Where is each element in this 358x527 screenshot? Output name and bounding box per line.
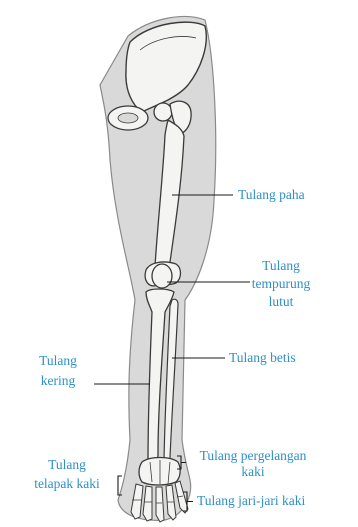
label-tibia: Tulang kering (28, 353, 88, 389)
label-fibula-text: Tulang betis (229, 350, 296, 366)
label-tarsals: Tulang pergelangan kaki (189, 448, 317, 480)
tarsal-bones (139, 458, 180, 486)
label-femur: Tulang paha (238, 187, 305, 203)
label-patella-line-1: Tulang (241, 258, 321, 274)
label-phalanges-text: Tulang jari-jari kaki (197, 493, 305, 509)
label-femur-text: Tulang paha (238, 187, 305, 203)
label-tarsals-line-2: kaki (189, 464, 317, 480)
label-metatarsals: Tulang telapak kaki (14, 457, 120, 492)
label-tibia-line-2: kering (28, 373, 88, 389)
foot-bones (131, 481, 188, 522)
label-patella-line-2: tempurung (241, 276, 321, 292)
label-metatarsals-line-2: telapak kaki (14, 476, 120, 492)
label-tarsals-line-1: Tulang pergelangan (189, 448, 317, 464)
label-patella-line-3: lutut (241, 294, 321, 310)
obturator-hole (118, 113, 138, 123)
label-tibia-line-1: Tulang (28, 353, 88, 369)
label-patella: Tulang tempurung lutut (241, 258, 321, 310)
patella-bone (152, 264, 172, 288)
label-fibula: Tulang betis (229, 350, 296, 366)
femur-head (154, 103, 172, 121)
toe-3 (156, 487, 164, 522)
label-phalanges: Tulang jari-jari kaki (197, 493, 305, 509)
label-metatarsals-line-1: Tulang (14, 457, 120, 473)
